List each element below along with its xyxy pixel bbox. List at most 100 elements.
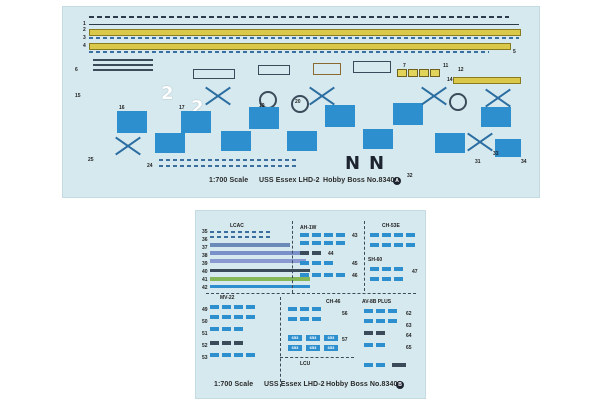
aircraft-decal [336,273,345,277]
decal-number: 31 [475,159,481,165]
aircraft-decal [370,233,379,237]
aircraft-decal [364,319,373,323]
helicopter-rotor-mark [307,85,337,107]
aircraft-decal [392,363,406,367]
caption-ship: USS Essex LHD-2 [259,177,320,184]
decal-number: 38 [202,253,208,259]
aircraft-decal [376,319,385,323]
aircraft-decal [234,353,243,357]
decal-number: 47 [412,269,418,275]
hull-number-decal: 653 [324,345,338,351]
spot-circle [449,93,467,111]
aircraft-decal [376,309,385,313]
decal-number: 12 [458,67,464,73]
aircraft-decal [364,309,373,313]
decal-number: 37 [202,245,208,251]
aircraft-decal [288,307,297,311]
aircraft-decal [234,327,243,331]
stripe-decal [210,285,310,288]
yellow-box [408,69,418,77]
blue-decal-block [221,131,251,151]
section-divider [292,221,293,293]
elevator-outline [258,65,290,75]
decal-number: 24 [147,163,153,169]
decal-number: 2 [83,27,86,33]
section-divider [364,221,365,291]
deck-yellow-band [453,77,521,84]
aircraft-decal [324,241,333,245]
decal-number: 32 [407,173,413,179]
decal-number: 56 [342,311,348,317]
aircraft-decal [312,307,321,311]
aircraft-label-ah1w: AH-1W [300,225,317,231]
decal-number: 41 [202,277,208,283]
stripe-decal [210,251,300,255]
hull-number-decal: 653 [288,335,302,341]
deck-blue-dash [89,51,489,53]
aircraft-decal [222,305,231,309]
stripe-decal [210,277,310,281]
decal-number: 1 [83,21,86,27]
aircraft-decal [406,233,415,237]
decal-number: 52 [202,343,208,349]
section-divider [206,293,416,294]
caption-brand: Hobby Boss No.83403 [323,177,399,184]
aircraft-decal [406,243,415,247]
decal-number: 34 [521,159,527,165]
aircraft-decal [370,243,379,247]
deck-letter-n: N [369,153,385,174]
deck-yellow-band [89,29,521,36]
small-text-row [210,236,270,238]
helicopter-rotor-mark [113,135,143,157]
aircraft-decal [222,341,231,345]
yellow-box [430,69,440,77]
aircraft-decal [376,363,385,367]
decal-number: 4 [83,43,86,49]
aircraft-decal [324,261,333,265]
blue-decal-block [393,103,423,125]
aircraft-decal [234,341,243,345]
aircraft-decal [394,233,403,237]
sheet-letter-badge: A [393,177,401,185]
elevator-outline [313,63,341,75]
aircraft-decal [394,277,403,281]
deck-blue-dash [89,37,519,39]
caption-scale: 1:700 Scale [214,381,254,388]
decal-number: 33 [493,151,499,157]
helicopter-rotor-mark [419,85,449,107]
aircraft-decal [210,315,219,319]
aircraft-decal [210,353,219,357]
aircraft-decal [382,267,391,271]
aircraft-decal [234,305,243,309]
aircraft-decal [394,267,403,271]
decal-number: 45 [352,261,358,267]
small-text-row [159,165,299,167]
aircraft-decal [300,307,309,311]
caption-ship: USS Essex LHD-2 [264,381,325,388]
deck-dash-line [89,16,509,18]
decal-number: 5 [513,49,516,55]
aircraft-decal [210,327,219,331]
aircraft-decal [312,273,321,277]
blue-decal-block [325,105,355,127]
deck-stripe [93,69,153,71]
hull-number-decal: 653 [288,345,302,351]
aircraft-decal [382,233,391,237]
helicopter-rotor-mark [203,85,233,107]
aircraft-decal [300,251,309,255]
aircraft-decal [312,261,321,265]
yellow-box [419,69,429,77]
aircraft-decal [382,243,391,247]
decal-number: 50 [202,319,208,325]
blue-decal-block [155,133,185,153]
aircraft-decal [312,233,321,237]
aircraft-decal [364,363,373,367]
aircraft-decal [364,331,373,335]
aircraft-decal [312,317,321,321]
aircraft-decal [336,233,345,237]
decal-number: 3 [83,35,86,41]
decal-number: 65 [406,345,412,351]
aircraft-label-sh60: SH-60 [368,257,383,263]
caption-scale: 1:700 Scale [209,177,249,184]
aircraft-decal [394,243,403,247]
